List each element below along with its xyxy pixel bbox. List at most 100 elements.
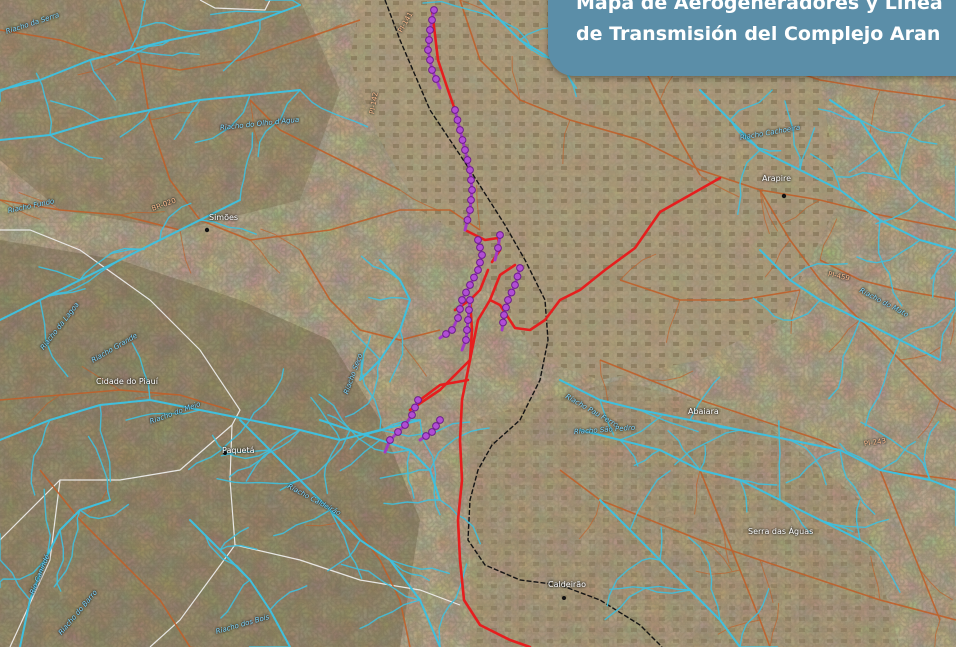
wind-turbine-marker[interactable] <box>456 305 464 313</box>
wind-turbine-marker[interactable] <box>401 421 409 429</box>
river-tributary <box>0 533 31 601</box>
river-tributary <box>344 359 381 418</box>
wind-turbine-marker[interactable] <box>511 281 519 289</box>
wind-turbine-marker[interactable] <box>466 166 474 174</box>
river-tributary <box>131 342 151 401</box>
wind-turbine-marker[interactable] <box>504 296 512 304</box>
river-tributary <box>860 421 931 481</box>
wind-turbine-marker[interactable] <box>426 26 434 34</box>
wind-turbine-marker[interactable] <box>458 136 467 144</box>
river-tributary <box>220 579 251 619</box>
river-tributary <box>173 99 201 140</box>
wind-turbine-marker[interactable] <box>463 216 472 224</box>
wind-turbine-marker[interactable] <box>428 16 436 24</box>
wind-turbine-marker[interactable] <box>474 266 482 274</box>
wind-turbine-marker[interactable] <box>463 156 472 164</box>
wind-turbine-marker[interactable] <box>470 273 478 282</box>
river-tributary <box>659 526 663 561</box>
wind-turbine-marker[interactable] <box>430 6 438 14</box>
wind-turbine-marker[interactable] <box>428 66 436 74</box>
river-tributary <box>257 89 301 158</box>
river-tributary <box>819 518 889 528</box>
wind-turbine-marker[interactable] <box>496 231 504 239</box>
wind-turbine-marker[interactable] <box>502 303 510 312</box>
road-branch <box>179 229 192 274</box>
wind-turbine-marker[interactable] <box>466 281 474 289</box>
wind-turbine-marker[interactable] <box>408 411 416 419</box>
wind-turbine-marker[interactable] <box>466 296 474 304</box>
road-segment <box>819 259 956 301</box>
map-title-line-1: Mapa de Aerogeneradores y Línea <box>576 0 943 14</box>
wind-turbine-marker[interactable] <box>386 436 394 444</box>
wind-turbine-marker[interactable] <box>500 311 508 319</box>
wind-turbine-marker[interactable] <box>465 306 473 314</box>
wind-turbine-marker[interactable] <box>451 106 459 114</box>
road-branch <box>459 0 500 22</box>
wind-turbine-marker[interactable] <box>467 196 475 204</box>
wind-turbine-marker[interactable] <box>422 432 430 440</box>
road-branch <box>260 228 301 251</box>
wind-turbine-marker[interactable] <box>516 264 524 272</box>
wind-turbine-marker[interactable] <box>476 243 484 252</box>
wind-turbine-marker[interactable] <box>426 56 434 64</box>
road-branch <box>399 189 440 212</box>
wind-turbine-marker[interactable] <box>476 258 484 267</box>
road-branch <box>695 569 741 575</box>
road-branch <box>828 319 861 353</box>
wind-turbine-marker[interactable] <box>436 416 444 424</box>
wind-turbine-marker[interactable] <box>464 316 472 324</box>
wind-turbine-marker[interactable] <box>428 428 436 436</box>
wind-turbine-marker[interactable] <box>425 36 433 44</box>
road-branch <box>149 112 195 121</box>
river-tributary <box>859 539 901 593</box>
wind-turbine-marker[interactable] <box>513 272 522 281</box>
title-panel <box>548 0 956 76</box>
wind-turbine-marker[interactable] <box>466 206 474 214</box>
wind-turbine-marker[interactable] <box>432 422 440 430</box>
river-tributary <box>859 119 938 145</box>
river-tributary <box>379 469 431 479</box>
wind-turbine-marker[interactable] <box>411 403 419 412</box>
wind-turbine-marker[interactable] <box>394 428 402 436</box>
river-channel <box>579 429 861 541</box>
river-tributary <box>784 100 801 171</box>
road-branch <box>769 603 780 647</box>
river-tributary <box>99 404 111 483</box>
wind-turbine-marker[interactable] <box>467 176 475 184</box>
wind-turbine-marker[interactable] <box>448 326 456 334</box>
wind-turbine-marker[interactable] <box>424 46 432 54</box>
wind-turbine-marker[interactable] <box>453 116 462 124</box>
river-tributary <box>689 376 721 421</box>
road-branch <box>26 394 61 426</box>
wind-turbine-marker[interactable] <box>468 186 476 194</box>
river-tributary <box>439 499 481 545</box>
plateau-fields-grid <box>350 0 840 380</box>
wind-turbine-marker[interactable] <box>499 318 507 327</box>
river-tributary <box>129 49 200 57</box>
road-branch <box>135 393 181 399</box>
wind-turbine-marker[interactable] <box>454 314 462 322</box>
wind-turbine-marker[interactable] <box>442 330 450 338</box>
river-tributary <box>406 449 415 499</box>
wind-turbine-marker[interactable] <box>458 296 466 304</box>
wind-turbine-marker[interactable] <box>462 336 470 344</box>
river-channel <box>239 419 441 647</box>
river-tributary <box>204 534 251 581</box>
river-tributary <box>930 249 956 280</box>
wind-turbine-marker[interactable] <box>432 75 440 83</box>
wind-turbine-marker[interactable] <box>462 288 470 297</box>
wind-turbine-marker[interactable] <box>414 396 422 404</box>
wind-turbine-marker[interactable] <box>507 288 516 297</box>
wind-turbine-marker[interactable] <box>463 326 471 334</box>
town-label-paqueta: Paquetá <box>222 446 255 455</box>
wind-turbine-marker[interactable] <box>461 146 469 154</box>
map-title-line-2: de Transmisión del Complejo Aran <box>576 23 941 45</box>
river-tributary <box>351 330 381 361</box>
wind-turbine-marker[interactable] <box>494 244 502 252</box>
river-tributary <box>779 499 812 534</box>
wind-turbine-marker[interactable] <box>478 251 486 259</box>
wind-turbine-marker[interactable] <box>456 126 464 134</box>
wind-turbine-marker[interactable] <box>474 236 482 244</box>
